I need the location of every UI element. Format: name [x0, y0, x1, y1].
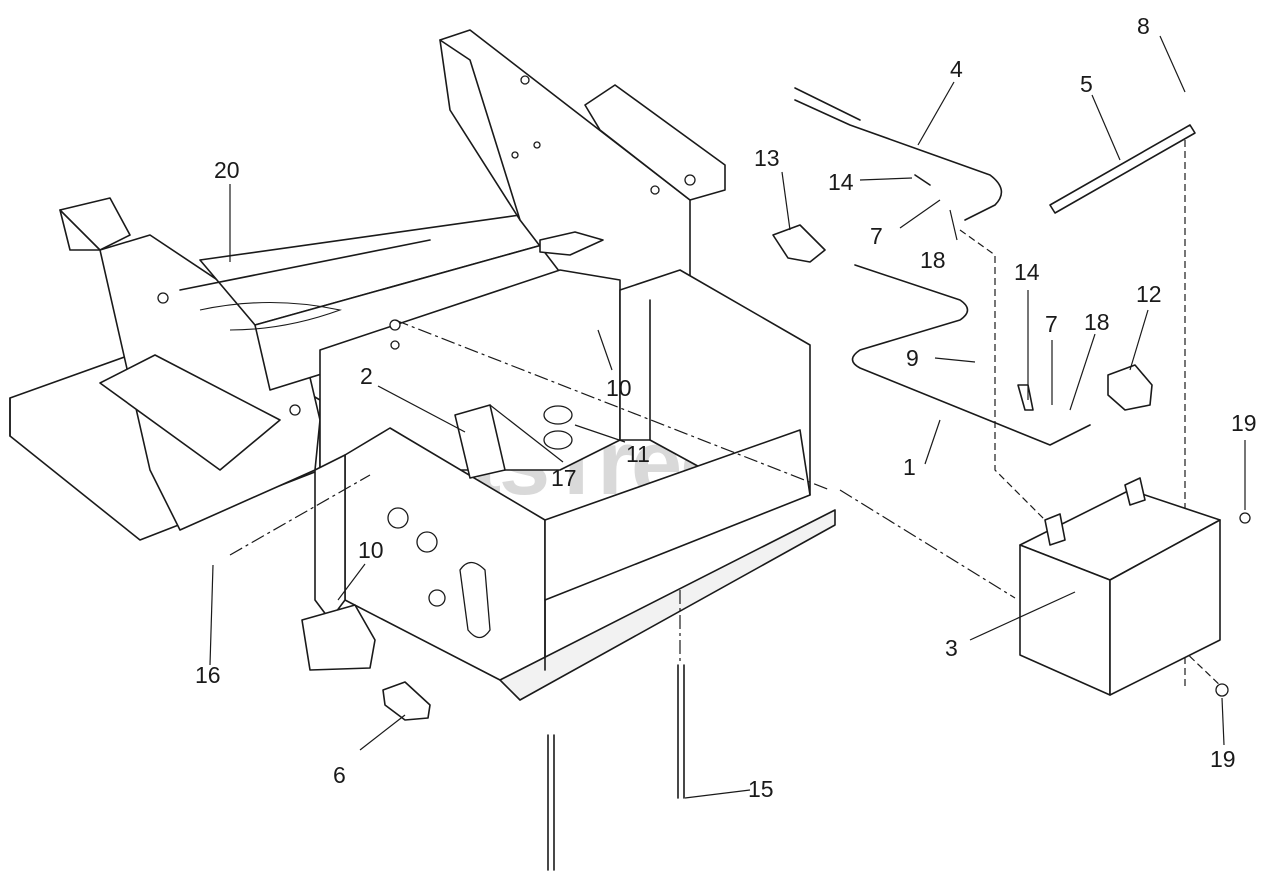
terminal-boot-13 — [772, 224, 826, 263]
callout-17: 17 — [551, 465, 577, 491]
callout-14a: 14 — [828, 169, 854, 195]
cable-4 — [794, 99, 1003, 221]
callout-19a: 19 — [1231, 410, 1257, 436]
callouts: 1 2 3 4 5 6 7 7 8 9 10 10 11 12 13 14 14… — [195, 13, 1257, 802]
chassis-frame — [9, 29, 836, 701]
switch — [382, 681, 431, 721]
bolt-15 — [677, 664, 685, 799]
callout-18b: 18 — [1084, 309, 1110, 335]
terminal-boot — [1107, 364, 1153, 411]
hold-down-bar — [1049, 124, 1196, 214]
leader-lines — [209, 35, 1246, 799]
callout-8: 8 — [1137, 13, 1150, 39]
callout-1: 1 — [903, 454, 916, 480]
callout-18a: 18 — [920, 247, 946, 273]
relay — [454, 404, 506, 479]
callout-5: 5 — [1080, 71, 1093, 97]
battery — [1019, 477, 1221, 696]
callout-10a: 10 — [606, 375, 632, 401]
callout-19b: 19 — [1210, 746, 1236, 772]
callout-14b: 14 — [1014, 259, 1040, 285]
callout-9: 9 — [906, 345, 919, 371]
callout-4: 4 — [950, 56, 963, 82]
callout-11: 11 — [626, 441, 650, 467]
callout-13: 13 — [754, 145, 780, 171]
callout-6: 6 — [333, 762, 346, 788]
nut-19b — [1215, 683, 1229, 697]
bushing — [543, 405, 573, 425]
callout-20: 20 — [214, 157, 240, 183]
callout-10b: 10 — [358, 537, 384, 563]
nut-19a — [1239, 512, 1251, 524]
callout-12: 12 — [1136, 281, 1162, 307]
switch-assembly — [301, 604, 376, 671]
callout-7b: 7 — [1045, 311, 1058, 337]
callout-15: 15 — [748, 776, 774, 802]
callout-16: 16 — [195, 662, 221, 688]
callout-7a: 7 — [870, 223, 883, 249]
callout-3: 3 — [945, 635, 958, 661]
callout-2: 2 — [360, 363, 373, 389]
cable-1 — [851, 264, 1091, 446]
